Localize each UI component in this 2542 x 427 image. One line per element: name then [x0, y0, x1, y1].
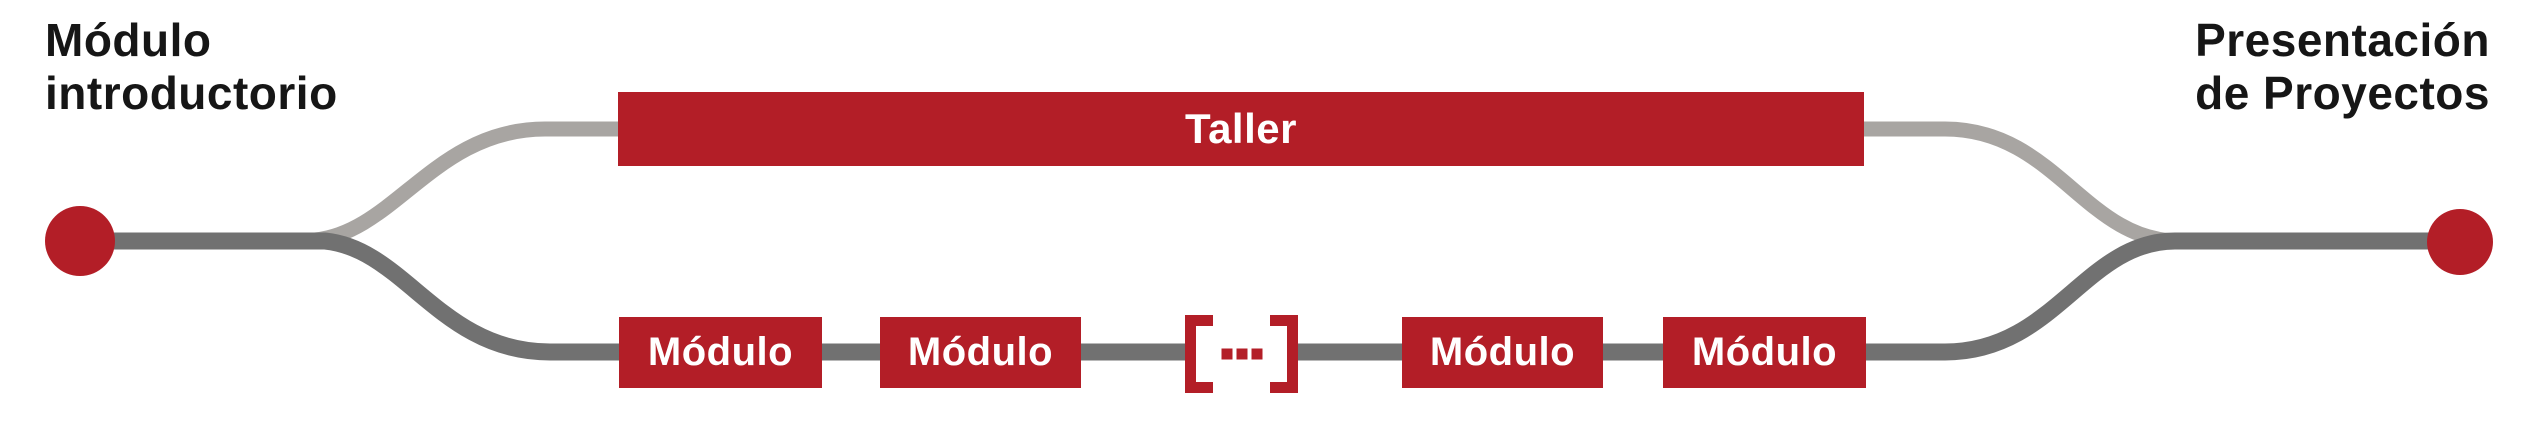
module-box-label: Módulo: [647, 330, 794, 374]
end-node-dot: [2427, 209, 2493, 275]
bracketed-ellipsis-icon: [1185, 315, 1298, 393]
ellipsis-dot: [1236, 348, 1248, 360]
module-box-2: Módulo: [880, 317, 1081, 388]
end-node-label: Presentación de Proyectos: [2195, 14, 2490, 120]
lower-rail-right-segment: [1298, 232, 2460, 361]
workshop-bar-label: Taller: [1185, 105, 1297, 152]
right-bracket-glyph: [1270, 315, 1298, 393]
start-node-label-line2: introductorio: [45, 67, 338, 119]
start-node-label-line1: Módulo: [45, 14, 212, 66]
module-box-label: Módulo: [1691, 330, 1838, 374]
module-box-4: Módulo: [1663, 317, 1866, 388]
left-bracket-glyph: [1185, 315, 1213, 393]
upper-rail-left-curve: [313, 121, 700, 248]
module-box-1: Módulo: [619, 317, 822, 388]
lower-rail-left-segment: [80, 232, 1185, 361]
start-node-label: Módulo introductorio: [45, 14, 338, 120]
workshop-bar: Taller: [618, 92, 1864, 166]
module-box-label: Módulo: [907, 330, 1054, 374]
module-box-3: Módulo: [1402, 317, 1603, 388]
ellipsis-dot: [1251, 348, 1263, 360]
end-node-label-line2: de Proyectos: [2195, 67, 2490, 119]
module-box-label: Módulo: [1429, 330, 1576, 374]
end-node-label-line1: Presentación: [2195, 14, 2490, 66]
ellipsis-dot: [1221, 348, 1233, 360]
start-node-dot: [45, 206, 115, 276]
upper-rail-right-curve: [1830, 121, 2179, 249]
